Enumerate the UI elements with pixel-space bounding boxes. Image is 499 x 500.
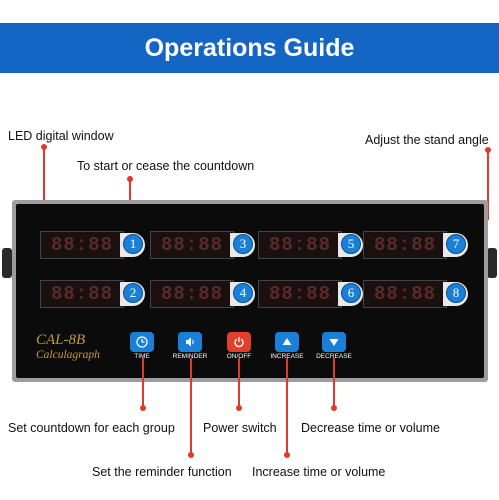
label-power-switch: Power switch: [203, 421, 277, 435]
led-display: 88:88: [363, 231, 447, 259]
timer-6[interactable]: 88:88 6: [258, 280, 363, 308]
up-arrow-icon: [275, 332, 299, 352]
power-button-label: ON/OFF: [226, 353, 252, 360]
model-subtitle: Calculagraph: [36, 348, 100, 361]
led-display: 88:88: [150, 231, 234, 259]
pointer-power: [238, 358, 240, 406]
timer-button-7[interactable]: 7: [446, 234, 466, 254]
pointer-dot: [127, 176, 133, 182]
pointer-led-window: [43, 147, 45, 222]
led-digits: 88:88: [268, 283, 331, 305]
decrease-button[interactable]: DECREASE: [316, 332, 352, 360]
clock-icon: [130, 332, 154, 352]
title-banner: Operations Guide: [0, 23, 499, 73]
label-decrease: Decrease time or volume: [301, 421, 440, 435]
increase-button-label: INCREASE: [270, 353, 304, 360]
label-led-window: LED digital window: [8, 129, 114, 143]
led-digits: 88:88: [373, 234, 436, 256]
increase-button[interactable]: INCREASE: [270, 332, 304, 360]
timer-button-2[interactable]: 2: [123, 283, 143, 303]
label-set-countdown: Set countdown for each group: [8, 421, 175, 435]
right-stand-knob[interactable]: [487, 248, 497, 278]
timer-button-3[interactable]: 3: [233, 234, 253, 254]
led-display: 88:88: [258, 231, 342, 259]
pointer-dot: [140, 405, 146, 411]
led-display: 88:88: [40, 231, 124, 259]
led-digits: 88:88: [160, 283, 223, 305]
power-icon: [227, 332, 251, 352]
led-digits: 88:88: [160, 234, 223, 256]
device-brand: CAL-8B Calculagraph: [36, 332, 100, 361]
pointer-stand-angle: [487, 150, 489, 220]
reminder-button-label: REMINDER: [172, 353, 208, 360]
timer-device: 88:88 1 88:88 3 88:88 5 88:88 7 88:88 2 …: [12, 200, 488, 382]
pointer-increase: [286, 358, 288, 453]
page-title: Operations Guide: [144, 33, 355, 62]
label-stand-angle: Adjust the stand angle: [365, 133, 489, 147]
timer-button-6[interactable]: 6: [341, 283, 361, 303]
timer-button-4[interactable]: 4: [233, 283, 253, 303]
led-digits: 88:88: [50, 283, 113, 305]
pointer-dot: [41, 144, 47, 150]
pointer-decrease: [333, 358, 335, 406]
led-display: 88:88: [258, 280, 342, 308]
led-digits: 88:88: [50, 234, 113, 256]
timer-2[interactable]: 88:88 2: [40, 280, 145, 308]
pointer-reminder: [190, 358, 192, 453]
pointer-set-countdown: [142, 358, 144, 406]
timer-8[interactable]: 88:88 8: [363, 280, 468, 308]
decrease-button-label: DECREASE: [316, 353, 352, 360]
pointer-dot: [188, 452, 194, 458]
pointer-dot: [284, 452, 290, 458]
timer-4[interactable]: 88:88 4: [150, 280, 255, 308]
timer-5[interactable]: 88:88 5: [258, 231, 363, 259]
pointer-dot: [331, 405, 337, 411]
led-digits: 88:88: [268, 234, 331, 256]
power-button[interactable]: ON/OFF: [227, 332, 251, 360]
pointer-dot: [485, 147, 491, 153]
led-display: 88:88: [150, 280, 234, 308]
label-reminder: Set the reminder function: [92, 465, 232, 479]
pointer-dot: [236, 405, 242, 411]
timer-7[interactable]: 88:88 7: [363, 231, 468, 259]
reminder-button[interactable]: REMINDER: [173, 332, 207, 360]
label-increase: Increase time or volume: [252, 465, 386, 479]
time-button-label: TIME: [134, 353, 150, 360]
led-display: 88:88: [40, 280, 124, 308]
label-start-cease: To start or cease the countdown: [77, 159, 255, 173]
down-arrow-icon: [322, 332, 346, 352]
led-digits: 88:88: [373, 283, 436, 305]
led-display: 88:88: [363, 280, 447, 308]
timer-button-5[interactable]: 5: [341, 234, 361, 254]
speaker-icon: [178, 332, 202, 352]
time-button[interactable]: TIME: [130, 332, 154, 360]
model-name: CAL-8B: [36, 332, 86, 348]
device-panel: 88:88 1 88:88 3 88:88 5 88:88 7 88:88 2 …: [16, 204, 484, 378]
timer-3[interactable]: 88:88 3: [150, 231, 255, 259]
timer-button-1[interactable]: 1: [123, 234, 143, 254]
timer-button-8[interactable]: 8: [446, 283, 466, 303]
left-stand-knob[interactable]: [2, 248, 12, 278]
timer-1[interactable]: 88:88 1: [40, 231, 145, 259]
